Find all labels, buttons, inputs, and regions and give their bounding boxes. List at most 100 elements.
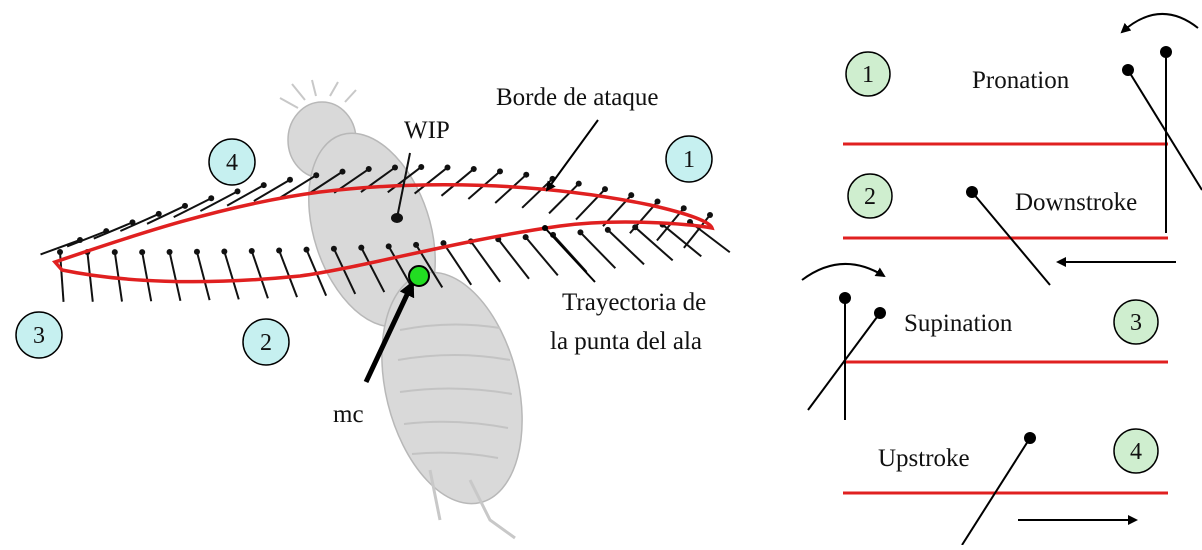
wing-chord-upstroke	[521, 178, 554, 209]
wing-chord-upstroke-dot	[418, 163, 425, 170]
downstroke-label: Downstroke	[1015, 189, 1137, 216]
wing-chord-upstroke	[226, 184, 265, 207]
leading-edge-arrow	[545, 119, 599, 192]
wing-chord-downstroke	[360, 247, 386, 293]
wing-chord-downstroke-dot	[330, 245, 337, 252]
fly-leg	[428, 469, 442, 521]
phase-number-4: 4	[1130, 439, 1142, 465]
wing-chord-downstroke-dot	[303, 246, 310, 253]
wing-chord-upstroke	[280, 174, 317, 199]
wing-chord-downstroke-dot	[166, 248, 173, 255]
wing-chord-upstroke-dot	[575, 180, 582, 187]
wing-chord-downstroke	[141, 251, 153, 302]
fly-leg	[468, 479, 516, 540]
wing-chord-rotating	[807, 312, 881, 411]
wip-label: WIP	[404, 117, 450, 144]
wing-chord-downstroke	[524, 236, 559, 277]
phase-marker-4: 4	[208, 138, 256, 186]
wing-chord-upstroke-dot	[523, 171, 530, 178]
wing-chord-downstroke	[470, 240, 501, 283]
wing-chord-upstroke-dot	[392, 164, 398, 171]
wing-chord-rotating	[1127, 69, 1202, 191]
wing-chord-upstroke-dot	[287, 176, 293, 183]
wing-chord-upstroke-dot	[680, 205, 687, 212]
trajectory-label-line1: Trayectoria de	[562, 289, 706, 316]
wing-chord-downstroke	[333, 248, 357, 295]
phase-row-pronation: 1 Pronation	[843, 13, 1202, 233]
wing-pivot-dot	[1122, 64, 1134, 76]
wing-chord-downstroke	[223, 251, 240, 300]
supination-label: Supination	[904, 310, 1013, 337]
wing-chord-upstroke	[440, 168, 475, 197]
wing-chord-upstroke	[413, 166, 449, 195]
wing-chord-upstroke	[173, 197, 212, 218]
pronation-label: Pronation	[972, 67, 1070, 94]
wing-chord-upstroke-dot	[707, 212, 713, 218]
wing-chord-upstroke-dot	[208, 195, 215, 202]
wing-chord-downstroke	[442, 242, 473, 286]
wing-chord-downstroke	[607, 229, 645, 266]
wingtip-trajectory	[51, 183, 715, 284]
phase-badge-1	[845, 51, 891, 97]
wing-chord-upstroke	[253, 178, 291, 202]
wing-chord-downstroke-dot	[248, 248, 255, 255]
fly-abdomen-bands	[397, 323, 513, 459]
wing-chord-downstroke-dot	[221, 248, 228, 255]
phase-badge-4	[1113, 428, 1159, 474]
wing-chord-upstroke	[548, 182, 580, 215]
svg-text:3: 3	[33, 323, 45, 349]
wing-chord-downstroke	[634, 226, 674, 262]
svg-text:4: 4	[226, 150, 238, 176]
wing-chord-upstroke	[575, 188, 606, 221]
wing-pivot-dot	[839, 292, 851, 304]
wing-chord-downstroke-dot	[139, 249, 146, 256]
phase-number-3: 3	[1130, 310, 1142, 336]
wing-chord-upstroke-dot	[155, 210, 162, 217]
wing-chord-upstroke-dot	[444, 164, 451, 171]
wing-chord-upstroke-dot	[628, 192, 635, 199]
wing-pivot-dot	[966, 186, 978, 198]
wing-pivot-dot	[1024, 432, 1036, 444]
wing-chord-upstroke	[66, 230, 107, 248]
wing-chord-upstroke	[494, 173, 527, 204]
wing-chord-upstroke	[119, 213, 160, 232]
wing-chord-upstroke-dot	[602, 186, 608, 193]
wing-chord-downstroke	[278, 250, 298, 298]
phase-marker-3: 3	[15, 311, 63, 359]
trajectory-leader-dot	[542, 225, 548, 231]
wing-chord-downstroke	[971, 191, 1051, 286]
wing-pivot-dot	[874, 307, 886, 319]
wing-chord-downstroke-dot	[111, 249, 118, 256]
wip-leader	[396, 152, 411, 219]
trajectory-label-line2: la punta del ala	[550, 328, 702, 355]
phase-badge-2	[847, 173, 893, 219]
wing-chord-downstroke-dot	[385, 243, 392, 250]
leading-edge-label: Borde de ataque	[496, 84, 658, 111]
fly-bristle	[279, 79, 357, 109]
wing-chord-upstroke	[146, 204, 186, 225]
wing-chord-downstroke-dot	[522, 234, 529, 241]
mc-label: mc	[333, 401, 364, 428]
svg-text:1: 1	[683, 147, 695, 173]
phase-marker-1: 1	[665, 135, 713, 183]
phase-badge-3	[1113, 299, 1159, 345]
wing-chord-upstroke-dot	[182, 202, 188, 209]
trajectory-leader	[544, 227, 596, 283]
wing-chord-upstroke-dot	[260, 182, 267, 189]
wing-chord-downstroke	[86, 251, 94, 302]
wing-chord-upstroke	[93, 221, 133, 240]
phase-row-downstroke: 2 Downstroke	[843, 173, 1176, 286]
fly-silhouette	[279, 79, 523, 540]
phase-row-supination: 3 Supination	[801, 263, 1168, 420]
wing-chord-upstroke-dot	[234, 188, 241, 195]
phase-row-upstroke: 4 Upstroke	[843, 428, 1168, 546]
wing-chord-upstroke-dot	[497, 168, 503, 175]
phase-marker-2: 2	[242, 318, 290, 366]
wing-chord-upstroke	[683, 214, 711, 249]
wing-chord-downstroke-dot	[413, 241, 420, 248]
phase-number-2: 2	[864, 184, 876, 210]
upstroke-label: Upstroke	[878, 445, 970, 472]
wing-chord-downstroke-dot	[276, 247, 283, 254]
